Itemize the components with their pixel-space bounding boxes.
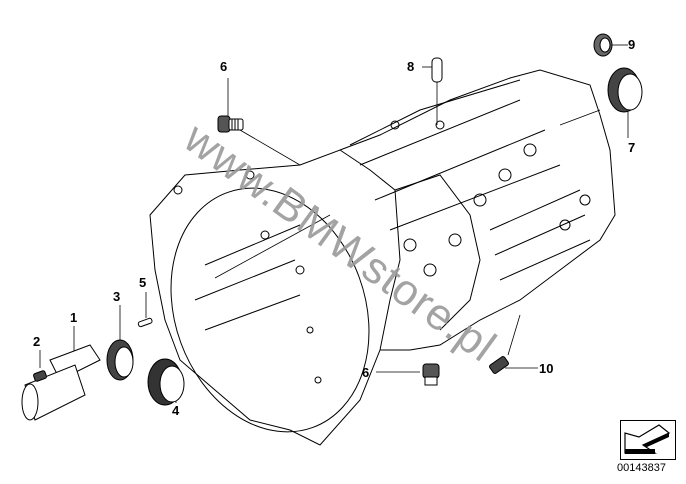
callout-1[interactable]: 1 xyxy=(70,310,78,325)
callout-3[interactable]: 3 xyxy=(113,289,121,304)
gearbox-case xyxy=(339,69,616,351)
part-3-seal xyxy=(106,339,134,381)
part-6-top-plug xyxy=(217,115,244,133)
part-1-guide-sleeve xyxy=(21,344,101,421)
navigation-arrow-box[interactable] xyxy=(620,420,676,460)
callout-8[interactable]: 8 xyxy=(407,59,415,74)
callout-2[interactable]: 2 xyxy=(33,334,41,349)
callout-10[interactable]: 10 xyxy=(539,361,554,376)
callout-4[interactable]: 4 xyxy=(172,403,180,418)
part-4-bearing xyxy=(147,358,185,406)
callout-5[interactable]: 5 xyxy=(139,275,147,290)
diagram-number: 00143837 xyxy=(617,462,666,474)
part-9-seal xyxy=(593,33,613,57)
part-5-dowel xyxy=(137,317,153,328)
part-8-pin xyxy=(431,57,443,83)
arrow-down-left-icon xyxy=(624,424,671,454)
part-7-ring xyxy=(607,67,643,113)
part-2-screw xyxy=(33,370,47,382)
callout-6-bottom[interactable]: 6 xyxy=(362,365,370,380)
callout-9[interactable]: 9 xyxy=(628,37,636,52)
callout-7[interactable]: 7 xyxy=(628,140,636,155)
part-10-sensor xyxy=(489,356,509,374)
part-6-bottom-plug xyxy=(422,363,440,386)
callout-6-top[interactable]: 6 xyxy=(220,59,228,74)
